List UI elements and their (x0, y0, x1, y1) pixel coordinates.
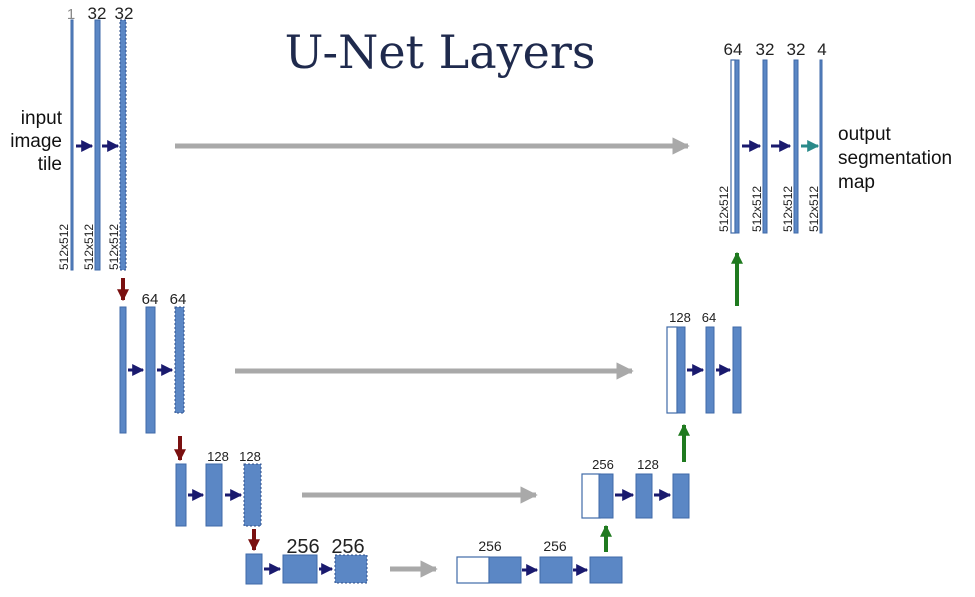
feature-map-dec3-a (635, 473, 653, 519)
size-label-dec1-1: 512x512 (717, 186, 731, 232)
channel-label-enc2-2: 64 (170, 291, 187, 308)
feature-map-dec2-a (705, 326, 715, 414)
channel-label-enc3-1: 128 (207, 449, 229, 464)
channel-label-enc2-1: 64 (142, 291, 159, 308)
diagram-title: U-Net Layers (285, 25, 596, 79)
feature-map-enc3-in (175, 463, 187, 527)
channel-label-dec2-2: 64 (702, 310, 716, 325)
size-label-enc1-3: 512x512 (107, 224, 121, 270)
encoder-level-3: 128 128 (175, 449, 262, 527)
channel-label-dec3-1: 256 (592, 457, 614, 472)
feature-map-enc1-b (119, 19, 127, 271)
channel-label-dec2-1: 128 (669, 310, 691, 325)
channel-label-enc1-1: 1 (67, 6, 75, 23)
feature-map-dec1-a (762, 59, 768, 234)
output-label: output segmentation map (838, 124, 952, 193)
size-label-enc1-2: 512x512 (82, 224, 96, 270)
size-label-dec1-3: 512x512 (781, 186, 795, 232)
bottom-right-level: 256 256 (456, 538, 623, 584)
feature-map-dec3-b (672, 473, 690, 519)
feature-map-input (70, 19, 74, 271)
channel-label-bottom-1: 256 (286, 536, 319, 558)
feature-map-bottom-right-b (589, 556, 623, 584)
channel-label-enc1-2: 32 (88, 4, 107, 23)
bottom-level: 256 256 (245, 536, 368, 585)
feature-map-cropped-copy (456, 556, 490, 584)
channel-label-bottom-2: 256 (331, 536, 364, 558)
size-label-dec1-4: 512x512 (807, 186, 821, 232)
decoder-level-1: 64 32 32 4 512x512 512x512 512x512 512x5… (717, 40, 827, 234)
decoder-level-3: 256 128 (581, 457, 690, 519)
output-label-line-1: output (838, 124, 892, 145)
channel-label-dec1-2: 32 (756, 40, 775, 59)
feature-map-bottom-a (282, 554, 318, 584)
feature-map-bottom-right-a (539, 556, 573, 584)
feature-map-bottom-in (245, 553, 263, 585)
feature-map-dec3-copy (581, 473, 601, 519)
feature-map-enc2-a (145, 306, 156, 434)
feature-map-output (819, 59, 823, 234)
input-label-line-2: image (10, 131, 62, 152)
feature-map-bottom-up (488, 556, 522, 584)
feature-map-dec2-up (676, 326, 686, 414)
feature-map-enc1-a (94, 19, 101, 271)
channel-label-dec1-4: 4 (817, 40, 826, 59)
feature-map-dec2-b (732, 326, 742, 414)
feature-map-dec3-up (598, 473, 614, 519)
feature-map-enc3-b (243, 463, 262, 527)
encoder-level-1: 1 32 32 512x512 512x512 512x512 (57, 4, 134, 271)
output-label-line-2: segmentation (838, 148, 952, 169)
channel-label-enc3-2: 128 (239, 449, 261, 464)
feature-map-dec2-copy (666, 326, 678, 414)
channel-label-enc1-3: 32 (115, 4, 134, 23)
size-label-enc1-1: 512x512 (57, 224, 71, 270)
encoder-level-2: 64 64 (119, 291, 187, 434)
input-label-line-3: tile (38, 154, 62, 175)
feature-map-dec1-copy (730, 59, 736, 234)
output-label-line-3: map (838, 172, 875, 193)
decoder-level-2: 128 64 (666, 310, 742, 414)
input-label: input image tile (10, 108, 62, 175)
feature-map-enc2-in (119, 306, 127, 434)
channel-label-bottom-right-2: 256 (543, 538, 567, 554)
channel-label-dec1-3: 32 (787, 40, 806, 59)
channel-label-bottom-right-1: 256 (478, 538, 502, 554)
input-label-line-1: input (21, 108, 63, 129)
feature-map-dec1-b (793, 59, 799, 234)
size-label-dec1-2: 512x512 (750, 186, 764, 232)
channel-label-dec1-1: 64 (724, 40, 743, 59)
feature-map-enc3-a (205, 463, 223, 527)
feature-map-dec1-up (734, 59, 740, 234)
channel-label-dec3-2: 128 (637, 457, 659, 472)
feature-map-bottom-b (334, 554, 368, 584)
feature-map-enc2-b (174, 306, 185, 414)
